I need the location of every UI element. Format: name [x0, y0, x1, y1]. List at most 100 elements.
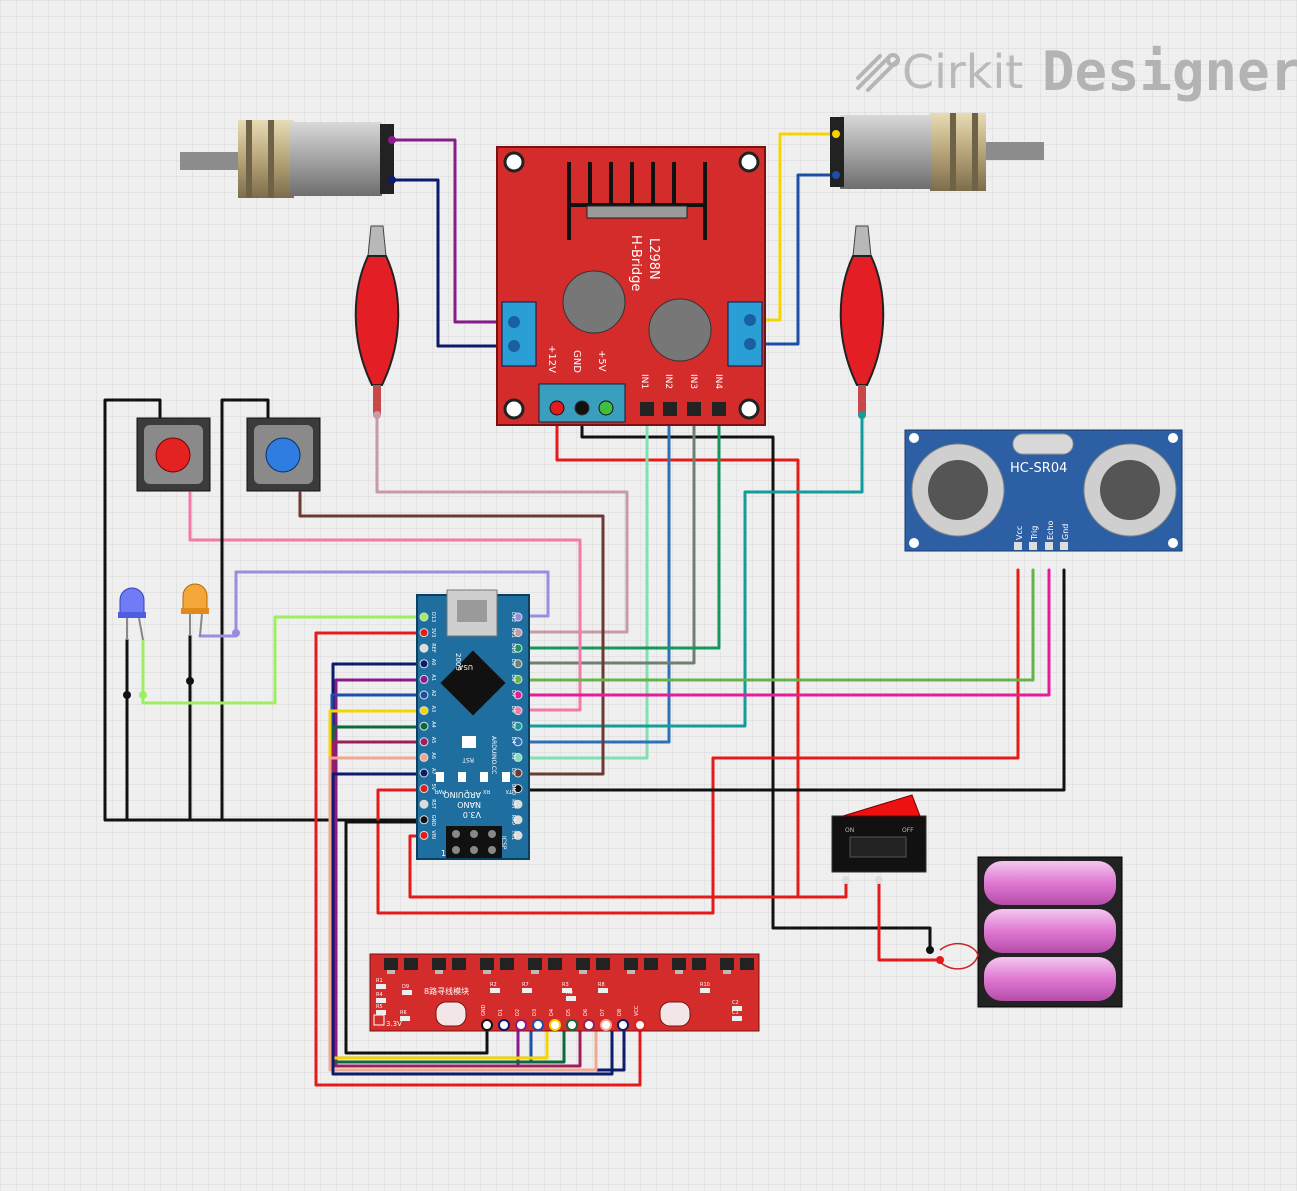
wire-gnd-black[interactable] — [580, 408, 932, 952]
nano-pin[interactable] — [419, 674, 429, 684]
nano-pin[interactable] — [419, 784, 429, 794]
wire-in2[interactable] — [516, 408, 671, 744]
button-cap[interactable] — [265, 437, 301, 473]
nano-pin[interactable] — [513, 690, 523, 700]
wire-sensor-vcc[interactable] — [376, 568, 1020, 915]
l298n-h-bridge[interactable]: L298N H-Bridge +12V GND +5V IN1 IN2 IN3 … — [496, 146, 766, 426]
nano-pin[interactable] — [513, 612, 523, 622]
nano-pin[interactable] — [419, 737, 429, 747]
nano-pin[interactable] — [513, 752, 523, 762]
dc-gear-motor-right[interactable] — [830, 113, 1044, 191]
alligator-clip-left[interactable] — [354, 225, 400, 419]
screw-terminal[interactable] — [744, 314, 756, 326]
nano-pin[interactable] — [513, 643, 523, 653]
nano-pin[interactable] — [513, 768, 523, 778]
motor-terminal[interactable] — [388, 136, 396, 144]
wire-motor1-b[interactable] — [390, 178, 514, 348]
nano-pin[interactable] — [513, 815, 523, 825]
nano-pin[interactable] — [513, 628, 523, 638]
screw-terminal[interactable] — [508, 316, 520, 328]
line-sensor-pin[interactable] — [634, 1019, 646, 1031]
wire-led-orange-signal[interactable] — [198, 570, 550, 638]
line-sensor-pin[interactable] — [600, 1019, 612, 1031]
switch-rocker[interactable] — [842, 794, 921, 817]
nano-pin[interactable] — [419, 690, 429, 700]
switch-terminal[interactable] — [875, 876, 883, 884]
wire-vin[interactable] — [408, 834, 848, 899]
terminal-5v[interactable] — [598, 400, 614, 416]
wire-gnd-button2[interactable] — [220, 398, 270, 822]
motor-terminal[interactable] — [832, 130, 840, 138]
rocker-switch[interactable]: ON OFF — [831, 794, 927, 884]
arduino-nano[interactable]: ARDUINO NANO V3.0 USA 2009 ARDUINO.CC RS… — [416, 589, 530, 860]
reset-button[interactable] — [462, 736, 476, 748]
nano-pin[interactable] — [513, 799, 523, 809]
line-sensor-pin[interactable] — [498, 1019, 510, 1031]
push-button-blue[interactable] — [246, 417, 321, 492]
nano-pin[interactable] — [513, 674, 523, 684]
button-cap[interactable] — [155, 437, 191, 473]
pin-gnd[interactable] — [1060, 542, 1068, 550]
switch-terminal[interactable] — [842, 876, 850, 884]
wire-in3[interactable] — [516, 408, 696, 665]
pin-trig[interactable] — [1029, 542, 1037, 550]
wire-button-red[interactable] — [188, 491, 582, 712]
wire-in4[interactable] — [516, 408, 721, 650]
wire-sensor-gnd[interactable] — [516, 568, 1066, 792]
push-button-red[interactable] — [136, 417, 211, 492]
nano-pin[interactable] — [419, 628, 429, 638]
battery-terminal[interactable] — [926, 946, 934, 954]
nano-pin[interactable] — [419, 721, 429, 731]
pin-in2[interactable] — [663, 402, 677, 416]
terminal-gnd[interactable] — [574, 400, 590, 416]
line-sensor-pin[interactable] — [617, 1019, 629, 1031]
terminal-12v[interactable] — [549, 400, 565, 416]
nano-pin[interactable] — [419, 830, 429, 840]
wire-line-gnd[interactable] — [344, 820, 489, 1055]
pin-in4[interactable] — [712, 402, 726, 416]
wire-button-blue[interactable] — [298, 491, 605, 776]
nano-pin[interactable] — [419, 706, 429, 716]
wire-motor2-b[interactable] — [750, 173, 838, 346]
line-sensor-pin[interactable] — [583, 1019, 595, 1031]
line-sensor-pin[interactable] — [515, 1019, 527, 1031]
nano-pin[interactable] — [419, 752, 429, 762]
motor-terminal[interactable] — [832, 171, 840, 179]
nano-pin[interactable] — [419, 815, 429, 825]
wire-sensor-trig[interactable] — [516, 568, 1035, 682]
nano-pin[interactable] — [419, 768, 429, 778]
nano-pin[interactable] — [419, 643, 429, 653]
nano-pin[interactable] — [513, 659, 523, 669]
wire-clip1[interactable] — [375, 413, 629, 634]
nano-pin[interactable] — [513, 706, 523, 716]
wire-line-d8[interactable] — [331, 772, 614, 1076]
screw-terminal[interactable] — [744, 338, 756, 350]
wire-switch-out[interactable] — [877, 878, 942, 962]
motor-terminal[interactable] — [388, 176, 396, 184]
wire-clip2[interactable] — [516, 413, 864, 728]
battery-terminal[interactable] — [936, 956, 944, 964]
nano-pin[interactable] — [513, 830, 523, 840]
pin-vcc[interactable] — [1014, 542, 1022, 550]
nano-pin[interactable] — [419, 799, 429, 809]
wire-led-blue-signal[interactable] — [141, 615, 426, 705]
screw-terminal[interactable] — [508, 340, 520, 352]
wire-gnd-buttons[interactable] — [103, 398, 426, 822]
wire-line-d7[interactable] — [328, 756, 598, 1072]
nano-pin[interactable] — [513, 721, 523, 731]
hc-sr04-ultrasonic-sensor[interactable]: HC-SR04 Vcc Trig Echo Gnd — [904, 429, 1183, 552]
wire-sensor-echo[interactable] — [516, 568, 1051, 697]
line-sensor-pin[interactable] — [566, 1019, 578, 1031]
pin-in1[interactable] — [640, 402, 654, 416]
pin-in3[interactable] — [687, 402, 701, 416]
alligator-clip-right[interactable] — [839, 225, 885, 419]
nano-pin[interactable] — [419, 659, 429, 669]
clip-terminal[interactable] — [373, 411, 381, 419]
led-blue[interactable] — [118, 587, 146, 641]
line-sensor-pin[interactable] — [549, 1019, 561, 1031]
wire-line-vcc[interactable] — [314, 631, 642, 1087]
clip-terminal[interactable] — [858, 411, 866, 419]
led-orange[interactable] — [181, 583, 209, 637]
battery-pack[interactable] — [926, 856, 1123, 1008]
